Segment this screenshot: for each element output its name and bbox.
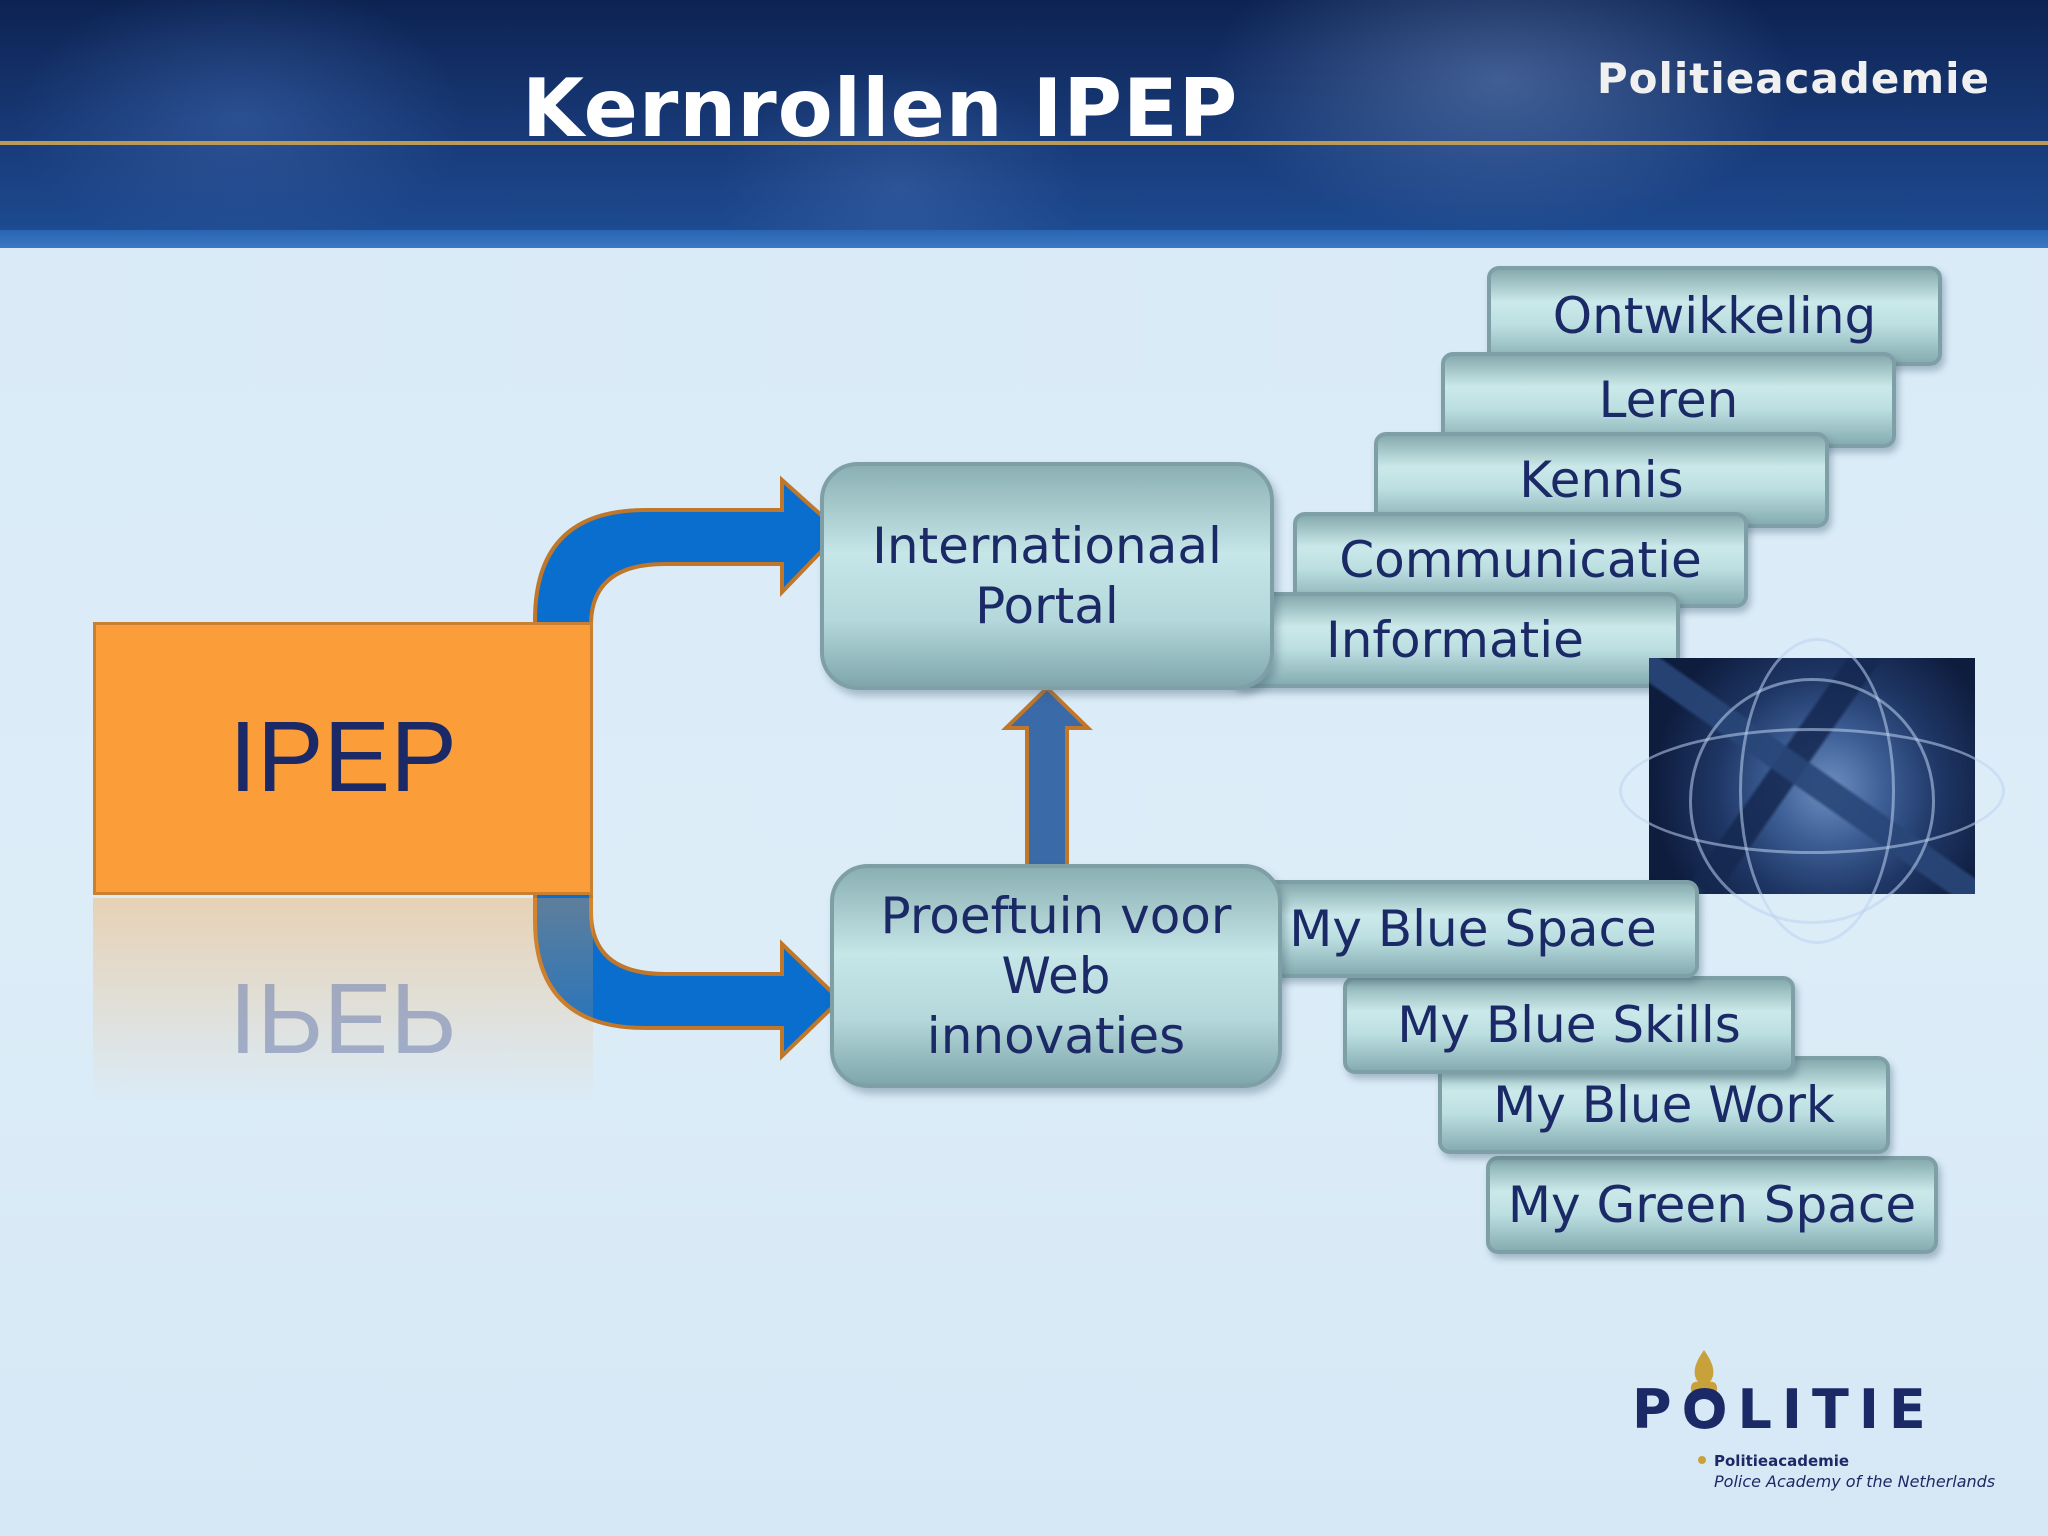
politie-logo: POLITIE Politieacademie Police Academy o… [1632,1348,2032,1498]
role-label: Leren [1598,371,1739,429]
ipep-label: IPEP [229,701,457,813]
arrow-to-portal [533,475,843,704]
portal-node: Internationaal Portal [820,462,1274,690]
role-tab-informatie: Informatie [1230,592,1680,688]
globe-photo [1619,638,2005,944]
slide-title: Kernrollen IPEP [522,62,1239,155]
role-tab-ontwikkeling: Ontwikkeling [1487,266,1942,366]
logo-wordmark: POLITIE [1632,1378,1936,1441]
ipep-reflection [93,898,593,1138]
space-label: My Green Space [1507,1176,1917,1234]
portal-label-line2: Portal [975,577,1119,635]
proeftuin-node: Proeftuin voor Web innovaties [830,864,1282,1088]
space-label: My Blue Skills [1397,996,1741,1054]
proeftuin-label-line3: innovaties [926,1007,1186,1065]
portal-label-line1: Internationaal [872,517,1222,575]
logo-bullet [1698,1456,1706,1464]
header-bottom-band [0,230,2048,248]
flame-emblem-icon [1687,1350,1721,1427]
header-divider [0,141,2048,145]
role-label: Kennis [1519,451,1684,509]
logo-tagline: Police Academy of the Netherlands [1714,1472,1996,1491]
ipep-reflection-label: IPEP [229,962,457,1074]
arrow-proeftuin-to-portal [1001,685,1093,892]
proeftuin-label-line2: Web [1001,947,1111,1005]
role-label: Communicatie [1339,531,1702,589]
proeftuin-label-line1: Proeftuin voor [880,887,1232,945]
space-label: My Blue Space [1289,900,1657,958]
logo-subtitle: Politieacademie [1714,1452,1850,1470]
ipep-box [93,622,593,895]
role-label: Ontwikkeling [1552,287,1877,345]
space-tab-my-blue-skills: My Blue Skills [1343,976,1795,1074]
space-tab-my-green-space: My Green Space [1486,1156,1938,1254]
header-banner [0,0,2048,248]
space-tab-my-blue-space: My Blue Space [1247,880,1699,978]
space-label: My Blue Work [1493,1076,1835,1134]
brand-name: Politieacademie [1596,54,1990,103]
arrow-to-proeftuin [533,830,843,1061]
role-label: Informatie [1326,611,1584,669]
